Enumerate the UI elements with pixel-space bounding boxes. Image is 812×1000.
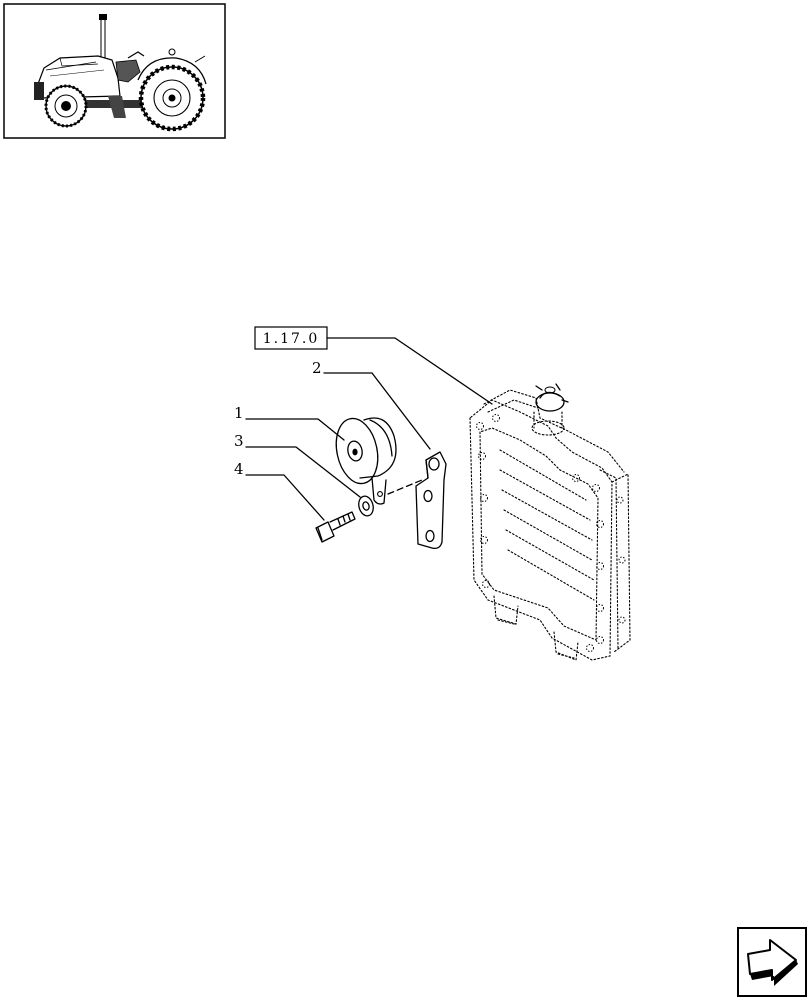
bracket-part bbox=[415, 451, 447, 550]
callout-1: 1 bbox=[234, 404, 244, 422]
reference-label: 1.17.0 bbox=[263, 331, 320, 347]
callout-3: 3 bbox=[234, 432, 244, 450]
reference-box[interactable]: 1.17.0 bbox=[254, 326, 328, 350]
radiator-assembly bbox=[469, 383, 631, 661]
callout-2: 2 bbox=[312, 359, 322, 377]
horn-part bbox=[335, 417, 397, 505]
bolt-part bbox=[315, 511, 356, 543]
next-page-arrow-icon[interactable] bbox=[737, 927, 807, 997]
washer-part bbox=[358, 495, 374, 517]
tractor-thumbnail-icon bbox=[3, 3, 226, 139]
callout-4: 4 bbox=[234, 460, 244, 478]
